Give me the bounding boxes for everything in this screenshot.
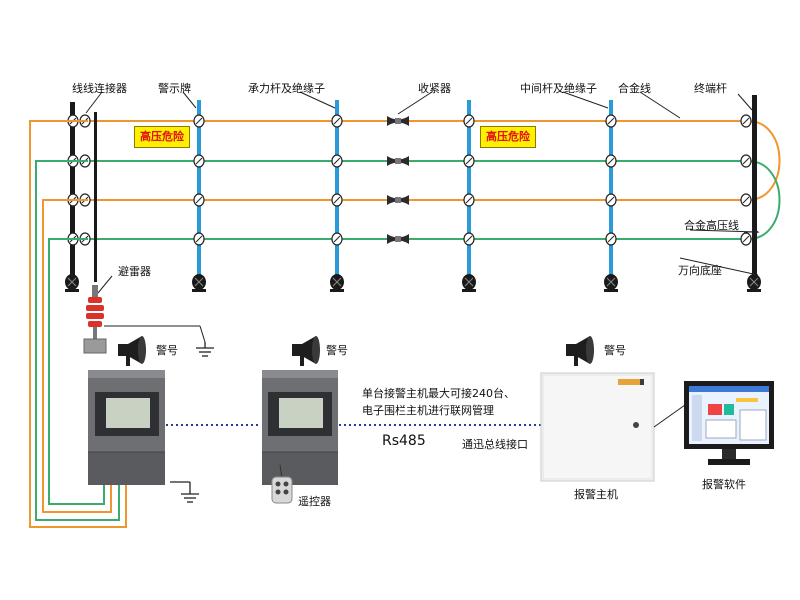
start-pole [70,102,75,282]
end-pole [752,95,757,282]
label-support-pole: 承力杆及绝缘子 [248,82,325,95]
universal-base-icon [747,274,761,292]
universal-bases [65,274,761,292]
fence-wires [88,120,781,240]
network-note-line-2: 电子围栏主机进行联网管理 [362,404,494,417]
host-to-pc-cable [653,404,686,428]
fence-host-1 [88,370,165,485]
label-alloy-hv-wire: 合金高压线 [684,219,739,232]
alarm-software-monitor [684,381,774,465]
pole-blue-2 [335,100,339,282]
remote-control [271,464,293,504]
insulator [605,193,617,207]
insulator [463,193,475,207]
protocol-label: Rs485 [382,433,426,449]
label-remote-control: 遥控器 [298,495,331,508]
poles [70,95,757,282]
insulator [331,154,343,168]
siren-icon [118,336,146,366]
insulator [740,232,752,246]
insulator [740,154,752,168]
warning-sign-2: 高压危险 [480,126,536,148]
label-siren-2: 警号 [326,344,348,357]
label-alloy-wire: 合金线 [618,82,651,95]
pole-blue-4 [609,100,613,282]
insulator [193,232,205,246]
tensioner-icon [387,195,409,205]
label-warning-sign: 警示牌 [158,82,191,95]
warning-sign-1: 高压危险 [134,126,190,148]
label-lightning-arrester: 避雷器 [118,265,151,278]
pole-blue-3 [467,100,471,282]
label-alarm-software: 报警软件 [702,478,746,491]
network-note-line-1: 单台接警主机最大可接240台、 [362,387,515,400]
insulator [740,114,752,128]
universal-base-icon [65,274,79,292]
connector-pole [94,112,97,282]
siren-icon [566,336,594,366]
insulator [605,154,617,168]
sirens [118,336,594,366]
tensioner-icon [387,156,409,166]
fence-host-2 [262,370,338,485]
universal-base-icon [462,274,476,292]
label-end-pole: 终端杆 [694,82,727,95]
label-wire-connector: 线线连接器 [72,82,127,95]
insulator [193,154,205,168]
pole-blue-1 [197,100,201,282]
lightning-arrester [83,285,206,354]
label-tensioner: 收紧器 [418,82,451,95]
insulator [605,232,617,246]
universal-base-icon [604,274,618,292]
ground-symbols [170,342,214,503]
insulator [463,232,475,246]
universal-base-icon [192,274,206,292]
insulator [605,114,617,128]
insulator [331,114,343,128]
label-siren-1: 警号 [156,344,178,357]
siren-icon [292,336,320,366]
host-cables [29,120,127,528]
label-pointers [85,91,760,294]
tensioners [387,116,409,244]
insulator [193,193,205,207]
alarm-host-box [540,372,655,482]
orange-wire-loop [747,120,781,201]
label-alarm-host: 报警主机 [574,488,618,501]
label-siren-3: 警号 [604,344,626,357]
label-universal-base: 万向底座 [678,264,722,277]
insulator [331,232,343,246]
label-middle-pole: 中间杆及绝缘子 [520,82,597,95]
insulator [463,154,475,168]
insulator [331,193,343,207]
network-note: 单台接警主机最大可接240台、 电子围栏主机进行联网管理 [362,385,515,419]
label-bus-interface: 通迅总线接口 [462,438,528,451]
tensioner-icon [387,234,409,244]
tensioner-icon [387,116,409,126]
insulator [463,114,475,128]
green-wire-loop [747,160,781,240]
universal-base-icon [330,274,344,292]
insulator [740,193,752,207]
insulator [193,114,205,128]
